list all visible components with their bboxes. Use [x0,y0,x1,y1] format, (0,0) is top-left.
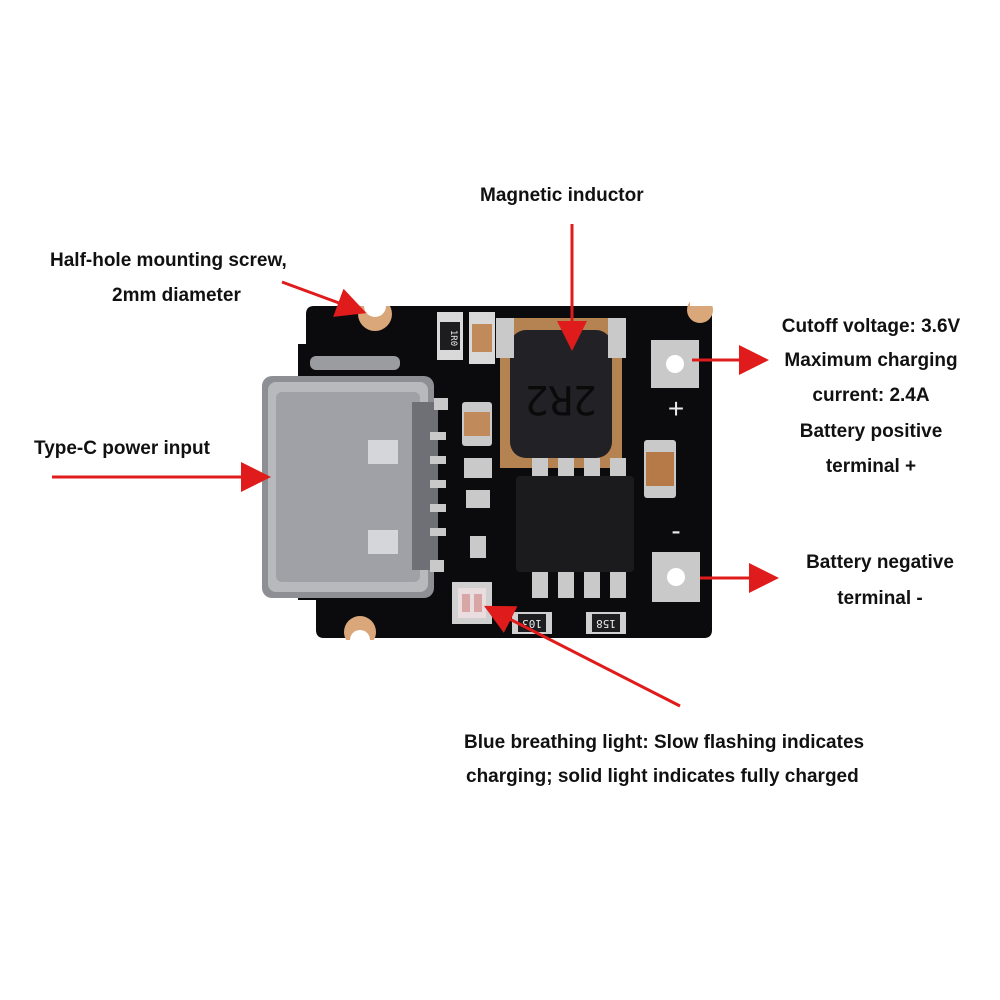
magnetic-inductor: 2R2 [496,318,626,468]
half-hole-mount-bottom [340,616,380,654]
label-light-line1: Blue breathing light: Slow flashing indi… [464,732,865,753]
pads-mid [464,458,492,558]
capacitor-top [469,312,495,364]
ic-chip [516,458,634,598]
resistor-1r0-marking: 1R0 [448,330,458,346]
mounting-arrow [281,280,367,317]
label-magnetic-inductor: Magnetic inductor [480,185,644,206]
label-positive-line4: Battery positive [799,421,943,442]
label-positive-line3: current: 2.4A [812,385,930,406]
capacitor-mid [462,402,492,446]
label-positive-line2: Maximum charging [784,350,958,371]
half-hole-mount-top-right [687,290,720,323]
battery-positive-pad: + [651,340,699,424]
label-light-line2: charging; solid light indicates fully ch… [466,766,859,787]
typec-connector [262,356,438,598]
label-negative-line1: Battery negative [806,552,954,573]
typec-pins [430,398,448,572]
label-typec: Type-C power input [34,438,210,459]
label-mounting-line2: 2mm diameter [112,285,241,306]
inductor-marking: 2R2 [525,376,597,422]
label-mounting-line1: Half-hole mounting screw, [50,250,287,271]
minus-marking: - [671,515,680,546]
resistor-158: 158 [586,612,626,634]
resistor-158-marking: 158 [596,617,616,630]
led-arrow [483,605,681,708]
label-negative-line2: terminal - [837,588,923,609]
blue-breathing-led [452,582,492,624]
capacitor-right [644,440,676,498]
resistor-1r0: 1R0 [437,312,463,360]
label-positive-line5: terminal + [825,456,917,477]
label-positive-line1: Cutoff voltage: 3.6V [781,316,961,337]
plus-marking: + [668,393,684,424]
battery-negative-pad: - [652,515,700,602]
